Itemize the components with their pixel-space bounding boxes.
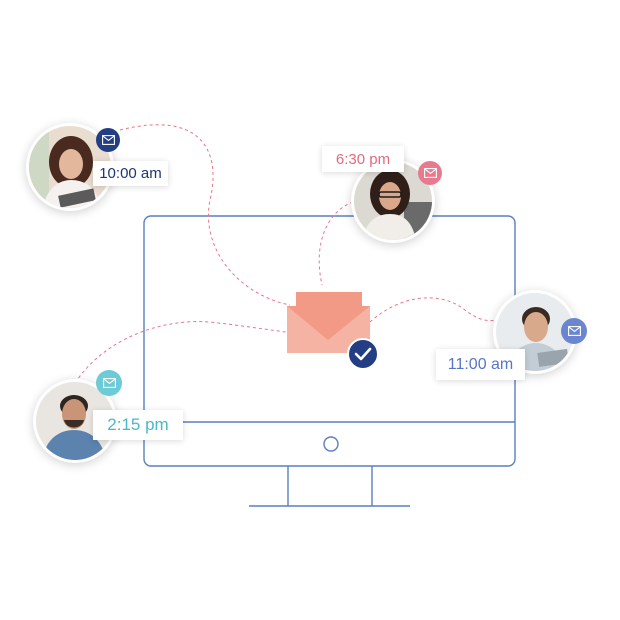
- time-label-630pm: 6:30 pm: [322, 146, 404, 172]
- envelope-icon: [567, 326, 581, 336]
- time-label-11am: 11:00 am: [436, 349, 525, 380]
- connector-630pm: [318, 201, 354, 286]
- time-label-215pm: 2:15 pm: [93, 410, 183, 440]
- connector-215pm: [71, 321, 287, 389]
- contact-badge-215pm: [96, 370, 122, 396]
- checkmark-icon: [347, 338, 379, 370]
- center-envelope-icon: [287, 292, 370, 353]
- contact-badge-11am: [561, 318, 587, 344]
- connector-10am: [119, 124, 291, 306]
- envelope-icon: [423, 168, 437, 178]
- connector-11am: [369, 297, 497, 323]
- monitor-power-button: [323, 436, 339, 452]
- envelope-icon: [102, 378, 116, 388]
- contact-badge-630pm: [418, 161, 442, 185]
- contact-badge-10am: [96, 128, 120, 152]
- dashed-connectors: [71, 124, 497, 389]
- time-label-10am: 10:00 am: [93, 161, 168, 186]
- envelope-icon: [101, 135, 115, 145]
